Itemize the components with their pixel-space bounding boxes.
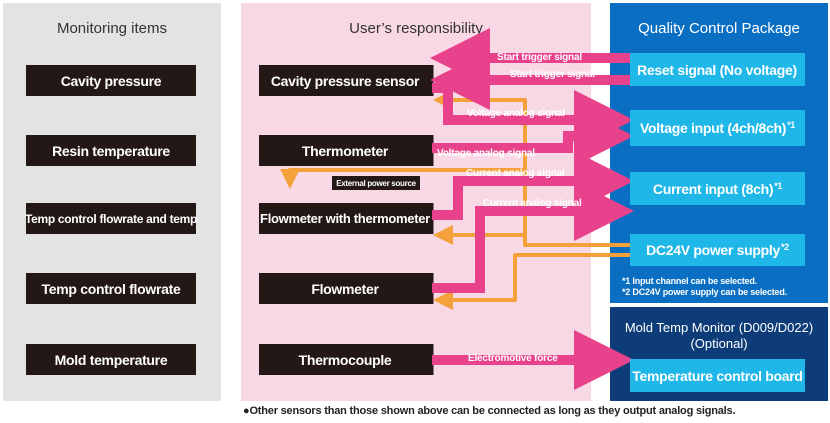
qcp-current-input-sup: *1 [774, 180, 783, 191]
power-line-flowmeter [433, 253, 630, 310]
qcp-reset-signal: Reset signal (No voltage) [630, 53, 805, 86]
qcp-voltage-input-label: Voltage input (4ch/8ch) [640, 120, 787, 136]
qcp-dc24v-power-supply: DC24V power supply*2 [630, 234, 805, 266]
user-item-thermometer: Thermometer [259, 135, 431, 166]
signal-label-voltage-analog-1: Voltage analog signal [467, 108, 565, 119]
monitoring-item-mold-temperature: Mold temperature [26, 344, 196, 375]
monitoring-item-temp-control-flowrate: Temp control flowrate [26, 273, 196, 304]
monitoring-item-resin-temperature: Resin temperature [26, 135, 196, 166]
user-item-thermocouple: Thermocouple [259, 344, 431, 375]
power-line-thermometer [280, 168, 525, 189]
current-analog-1-arrow [432, 151, 634, 220]
qcp-voltage-input: Voltage input (4ch/8ch)*1 [630, 110, 805, 146]
signal-label-current-analog-1: Current analog signal [466, 168, 565, 179]
signal-label-electromotive: Electromotive force [468, 353, 558, 364]
signal-lines [430, 28, 634, 390]
current-analog-2-arrow [432, 181, 634, 293]
voltage-analog-1-arrow [432, 83, 634, 150]
signal-label-current-analog-2: Current analog signal [483, 198, 582, 209]
mold-monitor-title: Mold Temp Monitor (D009/D022) [624, 320, 814, 335]
user-item-flowmeter-with-thermometer: Flowmeter with thermometer [259, 203, 431, 234]
external-power-source-label: External power source [332, 176, 420, 190]
footnote: ●Other sensors than those shown above ca… [243, 405, 736, 417]
qcp-note-2: *2 DC24V power supply can be selected. [622, 287, 787, 297]
monitoring-column-title: Monitoring items [56, 20, 168, 37]
voltage-analog-2-arrow [432, 106, 634, 166]
mold-monitor-subtitle: (Optional) [690, 336, 748, 351]
signal-label-start-trigger-1: Start trigger signal [497, 52, 582, 63]
signal-label-voltage-analog-2: Voltage analog signal [437, 148, 535, 159]
monitoring-item-cavity-pressure: Cavity pressure [26, 65, 196, 96]
user-item-flowmeter: Flowmeter [259, 273, 431, 304]
qcp-voltage-input-sup: *1 [787, 120, 795, 130]
qcp-dc24v-power-supply-sup: *2 [780, 242, 789, 252]
qcp-dc24v-power-supply-label: DC24V power supply [646, 242, 780, 258]
signal-label-start-trigger-2: Start trigger signal [510, 69, 595, 80]
qcp-current-input-label: Current input (8ch) [652, 180, 774, 197]
temperature-control-board: Temperature control board [630, 359, 805, 392]
qcp-column-title: Quality Control Package [638, 20, 800, 37]
user-item-cavity-pressure-sensor: Cavity pressure sensor [259, 65, 431, 96]
qcp-note-1: *1 Input channel can be selected. [622, 276, 757, 286]
monitoring-item-temp-control-flowrate-and-temp: Temp control flowrate and temp [25, 203, 197, 234]
qcp-reset-signal-label: Reset signal (No voltage) [637, 61, 797, 78]
qcp-current-input: Current input (8ch)*1 [630, 172, 805, 205]
